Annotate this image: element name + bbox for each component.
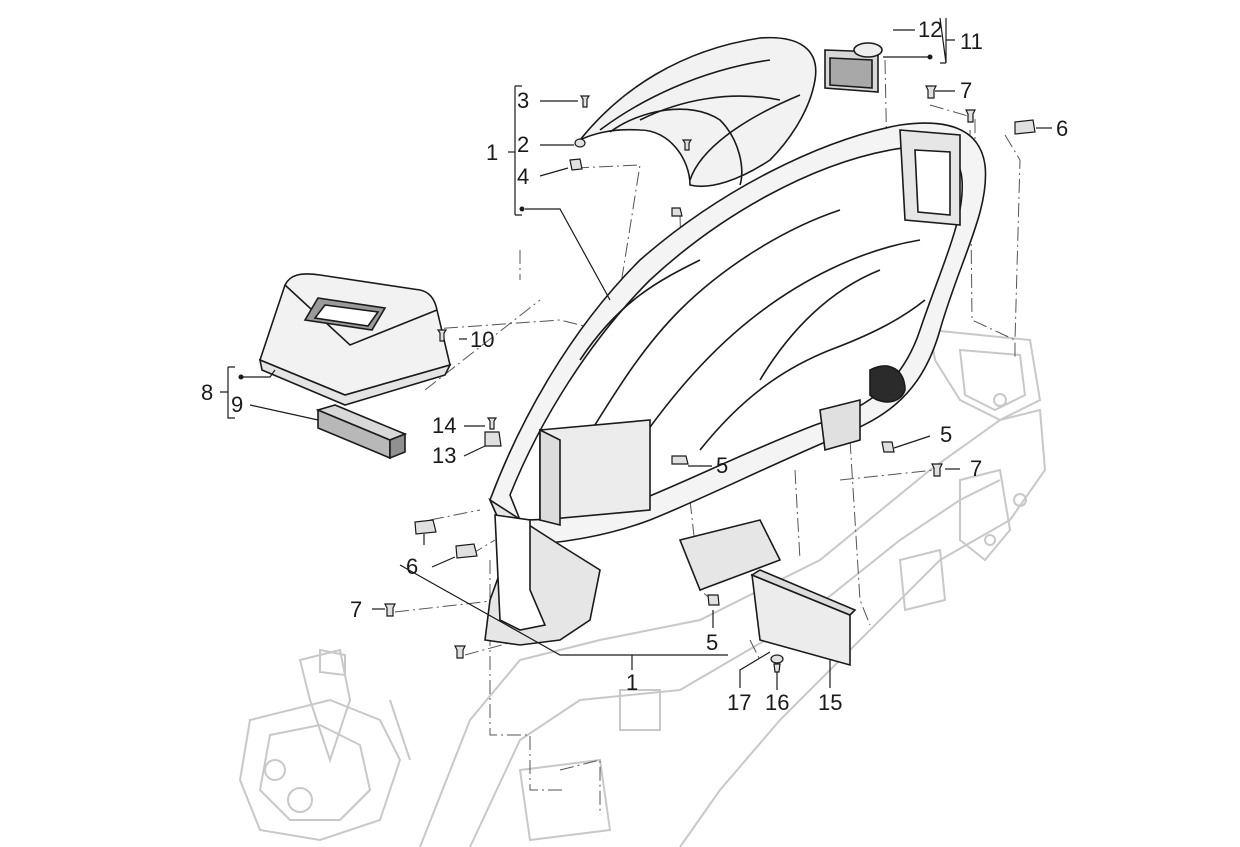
callout-14: 14 [432, 413, 457, 438]
battery-cover [258, 273, 452, 406]
callout-17: 17 [727, 690, 752, 715]
callout-5: 5 [706, 630, 719, 655]
callout-4: 4 [517, 164, 530, 189]
scooter-frame [238, 328, 1047, 847]
callout-1: 1 [626, 670, 639, 695]
storage-lid [579, 36, 817, 188]
courtesy-light [824, 42, 883, 93]
callout-12: 12 [918, 17, 943, 42]
helmet-compartment [484, 122, 987, 646]
leader-lines [220, 17, 1052, 690]
callout-10: 10 [470, 327, 495, 352]
callout-15: 15 [818, 690, 843, 715]
callout-7: 7 [960, 78, 973, 103]
rear-flap [750, 569, 857, 667]
callout-13: 13 [432, 443, 457, 468]
callout-6: 6 [1056, 116, 1069, 141]
callout-16: 16 [765, 690, 790, 715]
callout-8: 8 [201, 380, 214, 405]
callout-7: 7 [970, 456, 983, 481]
callout-5: 5 [940, 422, 953, 447]
callout-3: 3 [517, 88, 530, 113]
leader-dots [238, 54, 933, 380]
callout-9: 9 [231, 392, 244, 417]
callout-2: 2 [517, 132, 530, 157]
hardware [384, 85, 1036, 673]
callout-6: 6 [406, 554, 419, 579]
callout-11: 11 [960, 29, 983, 54]
callout-7: 7 [350, 597, 363, 622]
callout-1: 1 [486, 140, 499, 165]
foam-pad [315, 404, 408, 460]
callout-5: 5 [716, 453, 729, 478]
